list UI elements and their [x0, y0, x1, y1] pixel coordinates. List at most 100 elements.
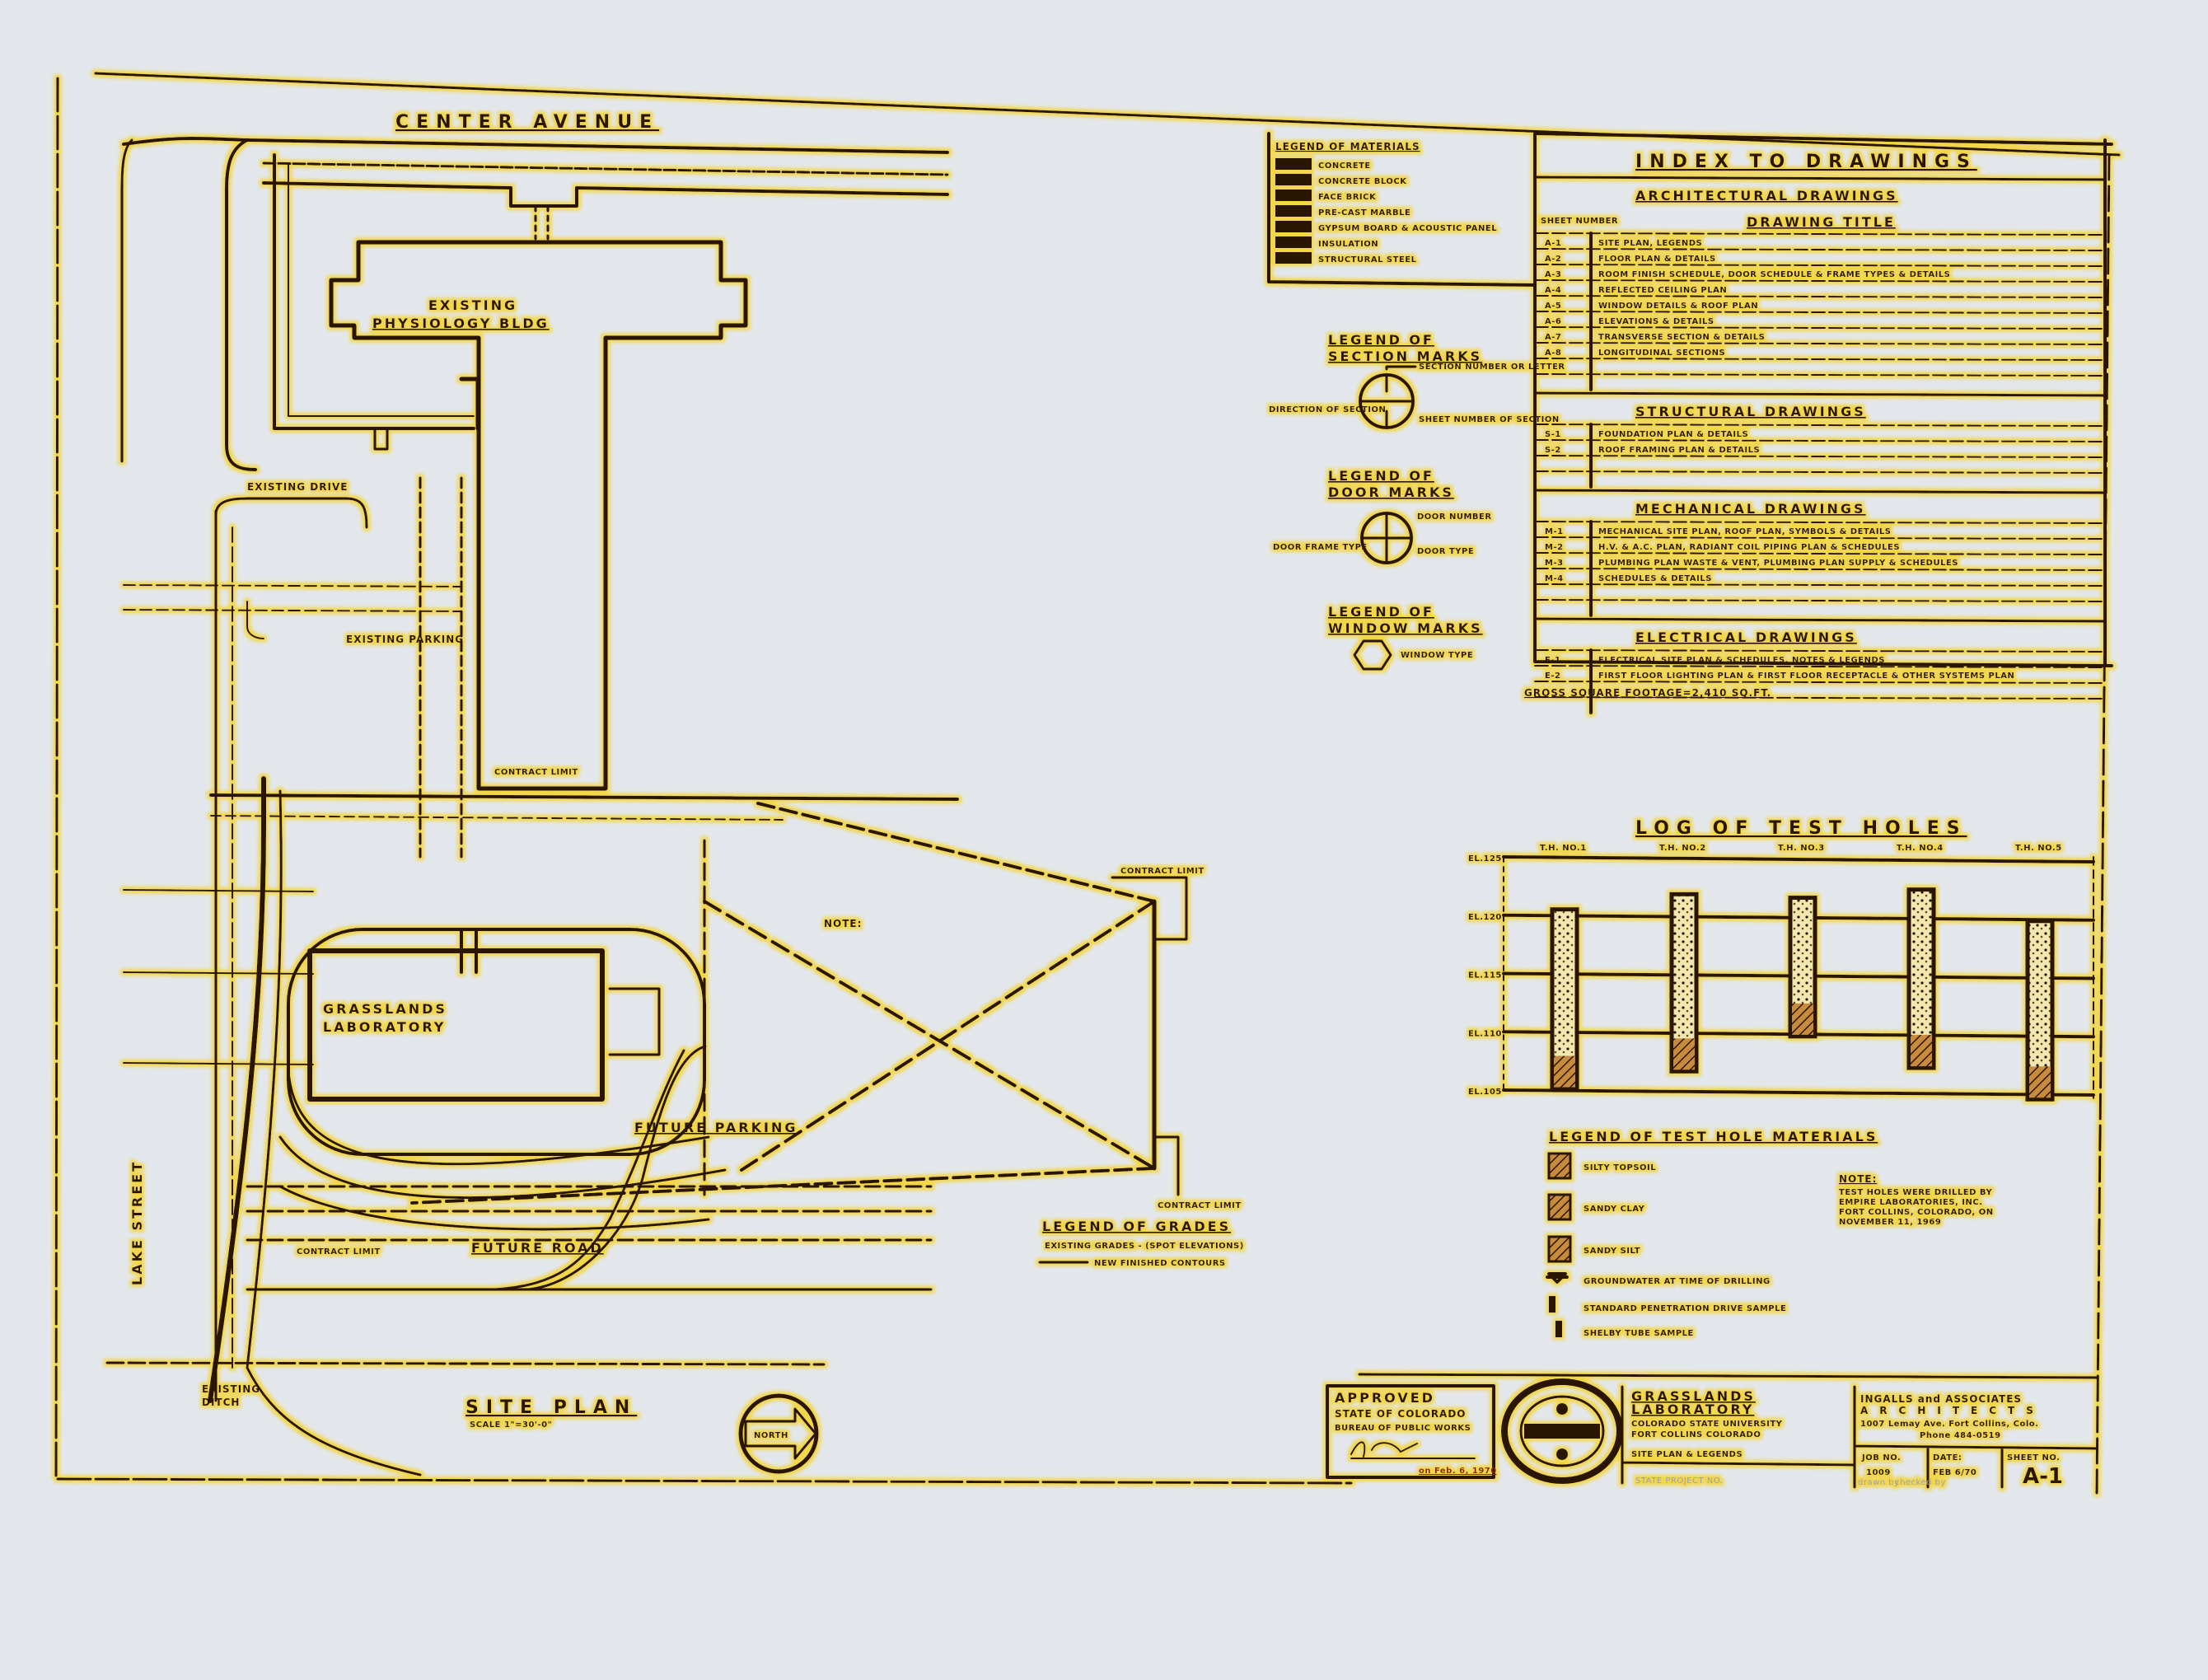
chart-x-tick-label: T.H. NO.5 — [2015, 844, 2062, 853]
index-section-header: ELECTRICAL DRAWINGS — [1635, 629, 1857, 645]
chart-x-tick-label: T.H. NO.2 — [1659, 844, 1706, 853]
new-building-label-2: LABORATORY — [323, 1019, 446, 1035]
chart-y-tick-label: EL.125 — [1468, 854, 1502, 863]
site-plan-scale: SCALE 1"=30'-0" — [470, 1420, 552, 1430]
date-label: DATE: — [1933, 1453, 1962, 1462]
project-name-1: GRASSLANDS — [1631, 1388, 1756, 1404]
test-hole-base-layer — [1911, 1035, 1932, 1067]
index-drawing-title: ELEVATIONS & DETAILS — [1598, 317, 1714, 326]
index-row-rule — [1534, 455, 2106, 458]
legend-test-hole-materials: LEGEND OF TEST HOLE MATERIALS SILTY TOPS… — [1546, 1129, 1993, 1338]
index-rule — [1533, 391, 2107, 397]
index-row-rule — [1534, 568, 2106, 571]
index-row-rule — [1534, 424, 2106, 427]
material-label: CONCRETE — [1318, 161, 1371, 171]
door-label-top: DOOR NUMBER — [1417, 512, 1492, 522]
approved-bureau: BUREAU OF PUBLIC WORKS — [1335, 1424, 1471, 1433]
legend-door-title-2: DOOR MARKS — [1328, 484, 1454, 500]
index-row-rule — [1534, 358, 2106, 361]
chart-y-tick-label: EL.115 — [1468, 971, 1502, 980]
test-hole-base-layer — [1554, 1055, 1575, 1088]
index-title-col-header: DRAWING TITLE — [1747, 214, 1896, 230]
index-drawing-title: ROOM FINISH SCHEDULE, DOOR SCHEDULE & FR… — [1598, 270, 1950, 279]
sheet-no-value: A-1 — [2023, 1464, 2063, 1489]
firm-sub: ARCHITECTS — [1860, 1405, 2045, 1416]
index-row-rule — [1534, 470, 2106, 474]
legend-materials-title: LEGEND OF MATERIALS — [1275, 141, 1420, 152]
firm-address: 1007 Lemay Ave. Fort Collins, Colo. — [1860, 1420, 2038, 1429]
section-label-right: SHEET NUMBER OF SECTION — [1419, 415, 1560, 424]
sheet-title: SITE PLAN & LEGENDS — [1631, 1450, 1743, 1459]
index-to-drawings: INDEX TO DRAWINGS ARCHITECTURAL DRAWINGS… — [1524, 132, 2113, 714]
legend-door-title-1: LEGEND OF — [1328, 468, 1434, 484]
chart-x-tick-label: T.H. NO.1 — [1540, 844, 1587, 853]
test-hole-note-line: TEST HOLES WERE DRILLED BY — [1839, 1188, 1992, 1197]
legend-of-grades: LEGEND OF GRADES EXISTING GRADES - (SPOT… — [1038, 1219, 1243, 1268]
soil-swatch — [1547, 1235, 1572, 1263]
north-label: NORTH — [754, 1431, 788, 1440]
existing-building-label-2: PHYSIOLOGY BLDG — [372, 316, 550, 331]
soil-legend-label: GROUNDWATER AT TIME OF DRILLING — [1583, 1277, 1771, 1286]
index-rule — [1533, 489, 2107, 494]
existing-drive-label: EXISTING DRIVE — [247, 481, 348, 493]
index-row-rule — [1534, 295, 2106, 298]
index-drawing-title: PLUMBING PLAN WASTE & VENT, PLUMBING PLA… — [1598, 559, 1958, 568]
signature — [1350, 1441, 1476, 1459]
index-drawing-title: LONGITUDINAL SECTIONS — [1598, 349, 1725, 358]
test-hole-base-layer — [1673, 1038, 1695, 1070]
drawn-by-label: drawn by — [1858, 1478, 1900, 1487]
material-label: GYPSUM BOARD & ACOUSTIC PANEL — [1318, 224, 1497, 233]
index-row-rule — [1534, 681, 2106, 684]
existing-ditch-label-1: EXISTING — [202, 1383, 260, 1395]
existing-parking-label: EXISTING PARKING — [346, 634, 464, 645]
index-sheet-number: S-1 — [1545, 430, 1561, 439]
index-drawing-title: SITE PLAN, LEGENDS — [1598, 239, 1702, 248]
index-sheet-number: M-3 — [1545, 559, 1564, 568]
door-mark-icon — [1360, 512, 1413, 564]
sample-icon — [1555, 1321, 1562, 1337]
index-drawing-title: FOUNDATION PLAN & DETAILS — [1598, 430, 1748, 439]
index-rule — [1533, 617, 2107, 623]
groundwater-icon — [1546, 1272, 1569, 1284]
index-row-rule — [1534, 342, 2106, 345]
index-sheet-number: A-4 — [1545, 286, 1561, 295]
index-rule — [1533, 175, 2107, 181]
test-hole-base-layer — [1792, 1003, 1813, 1035]
existing-building-label-1: EXISTING — [428, 297, 517, 313]
material-swatch — [1275, 205, 1312, 217]
material-swatch — [1275, 252, 1312, 264]
index-section-header: STRUCTURAL DRAWINGS — [1635, 404, 1866, 419]
site-note-title: NOTE: — [824, 918, 862, 929]
door-label-left: DOOR FRAME TYPE — [1273, 543, 1368, 552]
legend-grades-item-2: NEW FINISHED CONTOURS — [1094, 1259, 1226, 1268]
legend-grades-title: LEGEND OF GRADES — [1042, 1219, 1231, 1234]
legend-window-title-2: WINDOW MARKS — [1328, 620, 1483, 636]
index-row-rule — [1534, 373, 2106, 377]
checked-by-label: checked by — [1895, 1478, 1946, 1487]
index-sheet-number: A-2 — [1545, 255, 1561, 264]
sample-icon — [1549, 1296, 1555, 1313]
job-no: 1009 — [1866, 1468, 1891, 1477]
future-road-label: FUTURE ROAD — [471, 1240, 604, 1256]
title-block: APPROVED STATE OF COLORADO BUREAU OF PUB… — [1326, 1373, 2098, 1489]
legend-section-marks: LEGEND OF SECTION MARKS SECTION NUMBER O… — [1269, 332, 1565, 429]
contract-limit-label-2: CONTRACT LIMIT — [1158, 1201, 1242, 1210]
index-drawing-title: H.V. & A.C. PLAN, RADIANT COIL PIPING PL… — [1598, 543, 1900, 552]
chart-y-tick-label: EL.110 — [1468, 1029, 1502, 1038]
index-row-rule — [1534, 326, 2106, 330]
index-row-rule — [1534, 264, 2106, 267]
chart-title: LOG OF TEST HOLES — [1635, 818, 1967, 839]
material-swatch — [1275, 221, 1312, 232]
material-swatch — [1275, 174, 1312, 185]
test-hole-note-line: EMPIRE LABORATORIES, INC. — [1839, 1198, 1983, 1207]
index-row-rule — [1534, 649, 2106, 653]
index-row-rule — [1534, 521, 2106, 524]
test-hole-note-title: NOTE: — [1839, 1173, 1877, 1185]
firm-name: INGALLS and ASSOCIATES — [1860, 1393, 2022, 1405]
job-label: JOB NO. — [1861, 1453, 1901, 1462]
index-sheet-number: A-6 — [1545, 317, 1561, 326]
index-drawing-title: WINDOW DETAILS & ROOF PLAN — [1598, 302, 1758, 311]
soil-swatch — [1547, 1193, 1572, 1221]
material-label: PRE-CAST MARBLE — [1318, 208, 1410, 218]
